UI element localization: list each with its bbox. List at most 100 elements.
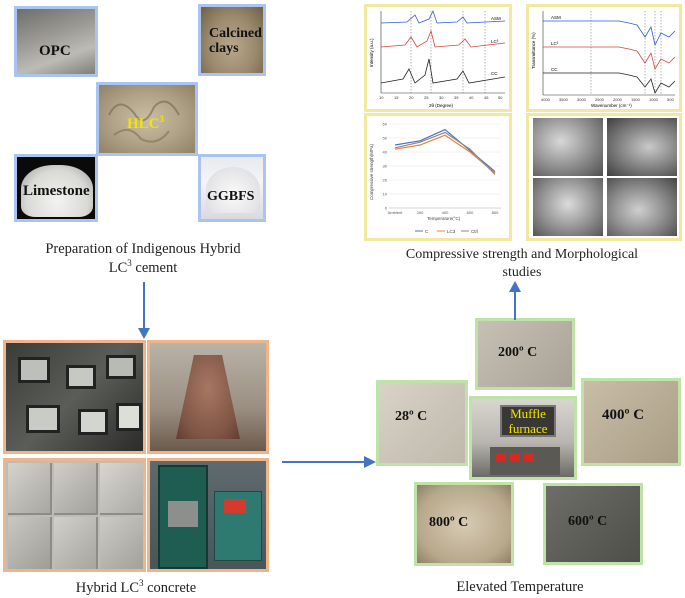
svg-text:10: 10	[379, 95, 384, 100]
y-tick-label: 40	[383, 150, 388, 155]
series-line-ctrl	[394, 131, 496, 175]
legend-ctrl: Ctrl	[471, 229, 478, 234]
svg-text:15: 15	[394, 95, 399, 100]
machine-frame	[158, 465, 208, 569]
label-200: 200º C	[498, 345, 538, 360]
xrd-plot: ASM LC³ CC 10 15 20 25 30 35 40 45 50 2θ…	[369, 9, 506, 108]
elevated-caption: Elevated Temperature	[456, 579, 584, 595]
ftir-plot: ASM LC³ CC 4000 3500 3000 2500 2000 1500…	[531, 11, 676, 108]
strength-xlabel: Temperature(°C)	[427, 216, 461, 221]
x-tick-label: 200	[417, 210, 424, 215]
powder-texture	[108, 100, 180, 143]
xrd-series-asm	[380, 9, 506, 24]
ftir-series-cc	[543, 72, 676, 94]
sem-image-2	[607, 118, 677, 176]
preparation-caption: Preparation of Indigenous Hybrid LC3 cem…	[45, 241, 241, 276]
svg-text:50: 50	[498, 95, 503, 100]
label-800: 800º C	[429, 515, 469, 530]
opc-photo: OPC	[14, 6, 98, 77]
hlc3-label: HLC3	[127, 114, 165, 132]
ftir-chart: ASM LC³ CC 4000 3500 3000 2500 2000 1500…	[526, 4, 682, 112]
control-light-3	[524, 453, 534, 461]
hlc3-photo: HLC3	[96, 82, 198, 156]
y-tick-label: 60	[383, 122, 388, 127]
down-arrow-icon	[138, 282, 150, 339]
legend-c: C	[425, 229, 429, 234]
limestone-label: Limestone	[23, 183, 90, 199]
calcined-clays-label: Calcined clays	[209, 26, 262, 56]
legend-lc3: LC3	[447, 229, 456, 234]
x-tick-label: 600	[467, 210, 474, 215]
mold-3	[106, 355, 136, 379]
series-line-lc3	[394, 134, 496, 174]
right-arrow-icon	[282, 456, 376, 468]
y-tick-label: 30	[383, 164, 388, 169]
specimen-200: 200º C	[475, 318, 575, 390]
mold-4	[26, 405, 60, 433]
limestone-photo: Limestone	[14, 154, 98, 222]
mold-1	[18, 357, 50, 383]
svg-text:2000: 2000	[613, 97, 623, 102]
specimen-28: 28º C	[376, 380, 468, 466]
ggbfs-photo: GGBFS	[198, 154, 266, 222]
studies-caption: Compressive strength and Morphological s…	[405, 247, 639, 280]
y-tick-label: 20	[383, 178, 388, 183]
specimen-400: 400º C	[581, 378, 681, 466]
cube-molds-photo	[3, 340, 146, 454]
sem-image-4	[607, 178, 677, 236]
cube-e	[54, 517, 98, 569]
concrete-caption: Hybrid LC3 concrete	[75, 578, 197, 596]
svg-text:25: 25	[424, 95, 429, 100]
ftir-xlabel: Wavenumber (cm⁻¹)	[591, 103, 632, 108]
ggbfs-label: GGBFS	[207, 189, 255, 204]
svg-text:1500: 1500	[631, 97, 641, 102]
strength-legend: C LC3 Ctrl	[415, 229, 478, 234]
xrd-series-lc3	[380, 29, 506, 48]
xrd-legend-lc3: LC³	[491, 39, 499, 44]
control-light-1	[496, 453, 506, 461]
slump-cone	[176, 355, 240, 439]
cube-f	[100, 517, 143, 569]
cube-c	[100, 463, 143, 515]
svg-text:20: 20	[409, 95, 414, 100]
slump-test-photo	[147, 340, 269, 454]
ftir-series-lc3	[543, 46, 676, 71]
x-tick-label: 400	[442, 210, 449, 215]
xrd-legend-asm: ASM	[491, 16, 501, 21]
xrd-x-ticks: 10 15 20 25 30 35 40 45 50	[379, 95, 503, 100]
xrd-ylabel: Intensity (a.u.)	[369, 38, 374, 67]
specimen-800: 800º C	[414, 482, 514, 566]
ftir-ylabel: Transmittance (%)	[531, 32, 536, 69]
ftir-legend-asm: ASM	[551, 15, 561, 20]
sem-image-3	[533, 178, 603, 236]
opc-label: OPC	[39, 43, 71, 59]
specimen-600: 600º C	[543, 483, 643, 565]
y-tick-label: 10	[383, 192, 388, 197]
xrd-chart: ASM LC³ CC 10 15 20 25 30 35 40 45 50 2θ…	[364, 4, 512, 112]
mold-6	[116, 403, 142, 431]
label-600: 600º C	[568, 514, 608, 529]
sem-image-1	[533, 118, 603, 176]
sem-images-panel	[526, 113, 682, 241]
svg-text:500: 500	[667, 97, 674, 102]
xrd-xlabel: 2θ (Degree)	[429, 103, 454, 108]
up-arrow-icon	[509, 281, 521, 320]
ggbfs-powder	[206, 167, 260, 213]
svg-text:45: 45	[484, 95, 489, 100]
cured-cubes-photo	[3, 458, 146, 572]
svg-text:3500: 3500	[559, 97, 569, 102]
svg-text:40: 40	[469, 95, 474, 100]
console-display	[224, 499, 246, 513]
limestone-powder	[21, 165, 93, 217]
x-tick-label: 800	[492, 210, 499, 215]
furnace-door	[500, 405, 556, 437]
y-tick-label: 0	[385, 206, 388, 211]
label-400: 400º C	[602, 407, 645, 423]
mold-5	[78, 409, 108, 435]
svg-text:35: 35	[454, 95, 459, 100]
ftir-legend-lc3: LC³	[551, 41, 559, 46]
svg-text:3000: 3000	[577, 97, 587, 102]
cube-d	[8, 517, 52, 569]
label-28: 28º C	[395, 409, 428, 424]
